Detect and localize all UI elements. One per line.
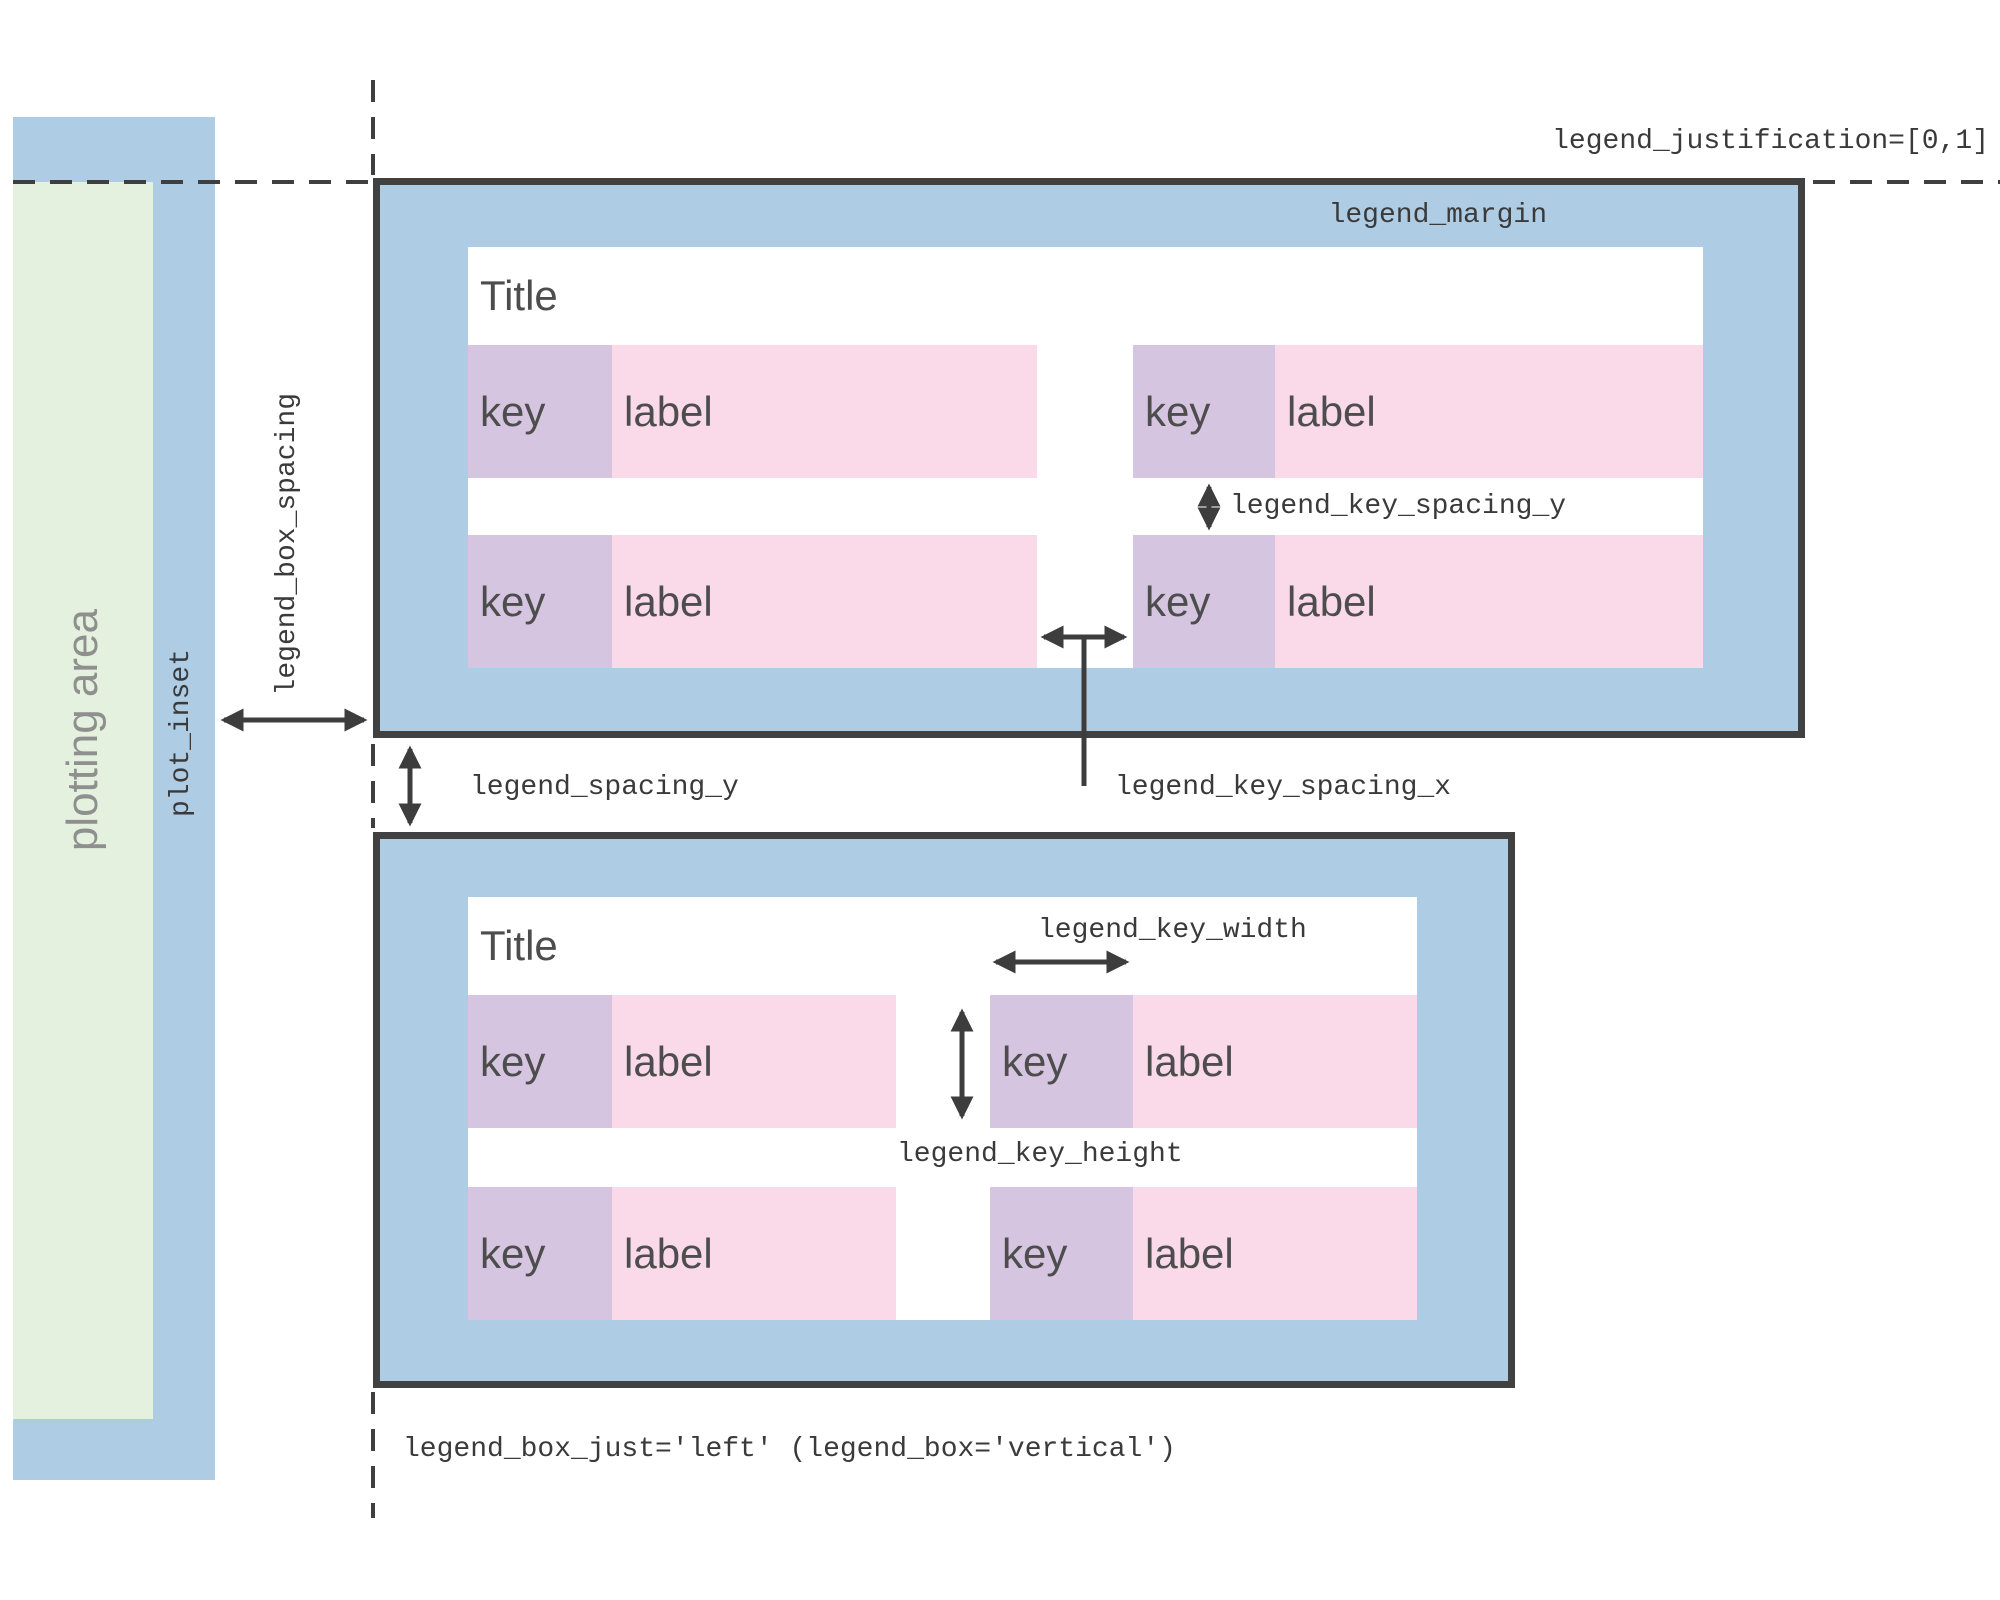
legend-1-label-text: label	[624, 387, 713, 435]
legend-box-spacing-label: legend_box_spacing	[272, 392, 303, 696]
legend-2-key-text: key	[480, 1037, 546, 1085]
legend-1-key-text: key	[1145, 577, 1211, 625]
legend-2-label-cell: label	[612, 995, 896, 1128]
legend-2-key-cell: key	[468, 995, 612, 1128]
legend-key-width-label: legend_key_width	[1038, 915, 1307, 946]
legend-1-title-row: Title	[480, 247, 558, 345]
legend-1-label-cell: label	[612, 345, 1037, 478]
plotting-area-label-wrap: plotting area	[13, 555, 153, 905]
legend-1-label-cell: label	[1275, 345, 1703, 478]
legend-spacing-y-label: legend_spacing_y	[470, 772, 739, 803]
legend-2-title-row: Title	[480, 897, 558, 995]
legend-1-key-cell: key	[468, 345, 612, 478]
legend-1-label-text: label	[1287, 577, 1376, 625]
legend-2-label-text: label	[624, 1037, 713, 1085]
legend-1-key-text: key	[1145, 387, 1211, 435]
legend-2-label-text: label	[1145, 1037, 1234, 1085]
legend-1-title: Title	[480, 272, 558, 319]
legend-1-key-cell: key	[1133, 535, 1275, 668]
legend-2-key-cell: key	[990, 995, 1133, 1128]
legend-1-label-text: label	[1287, 387, 1376, 435]
legend-1-key-cell: key	[1133, 345, 1275, 478]
plotting-area-label: plotting area	[58, 608, 107, 852]
legend-box-spacing-label-wrap: legend_box_spacing	[256, 388, 320, 700]
legend-1-label-cell: label	[612, 535, 1037, 668]
legend-1-key-text: key	[480, 577, 546, 625]
legend-2-title: Title	[480, 922, 558, 969]
legend-key-spacing-y-label: legend_key_spacing_y	[1230, 491, 1567, 522]
legend-margin-label: legend_margin	[1328, 200, 1547, 231]
legend-2-key-cell: key	[468, 1187, 612, 1320]
legend-2-label-cell: label	[1133, 995, 1417, 1128]
legend-2-label-cell: label	[612, 1187, 896, 1320]
legend-2-key-cell: key	[990, 1187, 1133, 1320]
legend-2-label-cell: label	[1133, 1187, 1417, 1320]
legend-2-key-text: key	[1002, 1037, 1068, 1085]
legend-justification-label: legend_justification=[0,1]	[1552, 126, 1989, 157]
legend-1-key-text: key	[480, 387, 546, 435]
legend-2-key-text: key	[480, 1229, 546, 1277]
legend-1-label-cell: label	[1275, 535, 1703, 668]
legend-1-label-text: label	[624, 577, 713, 625]
legend-1-key-cell: key	[468, 535, 612, 668]
legend-2-label-text: label	[624, 1229, 713, 1277]
plotting-area	[13, 182, 153, 1419]
legend-2-key-text: key	[1002, 1229, 1068, 1277]
legend-box-just-label: legend_box_just='left' (legend_box='vert…	[403, 1434, 1176, 1465]
legend-2-label-text: label	[1145, 1229, 1234, 1277]
plot-inset-label: plot_inset	[166, 648, 197, 818]
plot-inset-label-wrap: plot_inset	[150, 633, 214, 833]
legend-key-height-label: legend_key_height	[897, 1139, 1183, 1170]
legend-key-spacing-x-label: legend_key_spacing_x	[1115, 772, 1452, 803]
